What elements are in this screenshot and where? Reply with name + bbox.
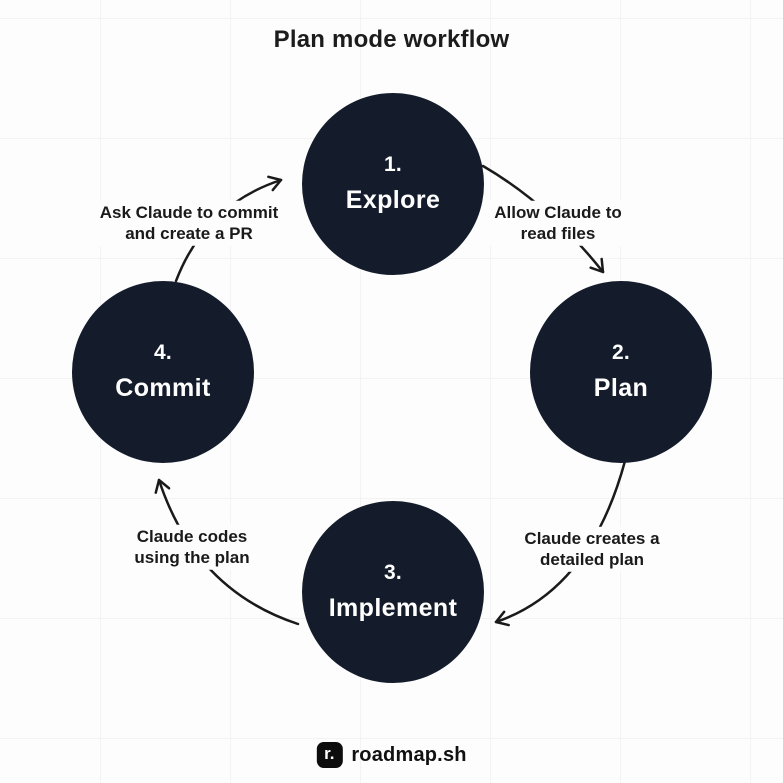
node-commit: 4. Commit [72,281,254,463]
edge-label-implement-to-commit: Claude codes using the plan [128,524,256,570]
node-label: Explore [345,186,441,214]
arrow-implement-to-commit [154,478,300,626]
page-title: Plan mode workflow [273,26,510,53]
node-explore: 1. Explore [302,93,484,275]
node-number: 1. [383,153,403,176]
edge-label-plan-to-implement: Claude creates a detailed plan [518,526,666,572]
edge-label-line: Claude creates a [524,528,660,548]
node-plan: 2. Plan [530,281,712,463]
node-number: 2. [611,341,631,364]
node-label: Implement [328,594,458,622]
edge-label-line: Claude codes [136,526,248,546]
node-number: 3. [383,561,403,584]
node-implement: 3. Implement [302,501,484,683]
edge-label-line: Ask Claude to commit [99,202,279,222]
roadmap-logo-icon: r. [316,742,343,768]
edge-label-explore-to-plan: Allow Claude to read files [488,200,628,246]
edge-label-line: and create a PR [125,224,253,243]
node-number: 4. [153,341,173,364]
node-label: Commit [115,374,211,402]
edge-label-line: read files [520,224,596,243]
roadmap-logo-text: roadmap.sh [351,743,467,766]
edge-label-line: Allow Claude to [494,202,622,222]
edge-label-line: using the plan [134,548,250,567]
edge-label-commit-to-explore: Ask Claude to commit and create a PR [93,200,285,246]
roadmap-sh-logo: r. roadmap.sh [316,742,466,768]
node-label: Plan [593,374,649,402]
edge-label-line: detailed plan [540,550,644,569]
